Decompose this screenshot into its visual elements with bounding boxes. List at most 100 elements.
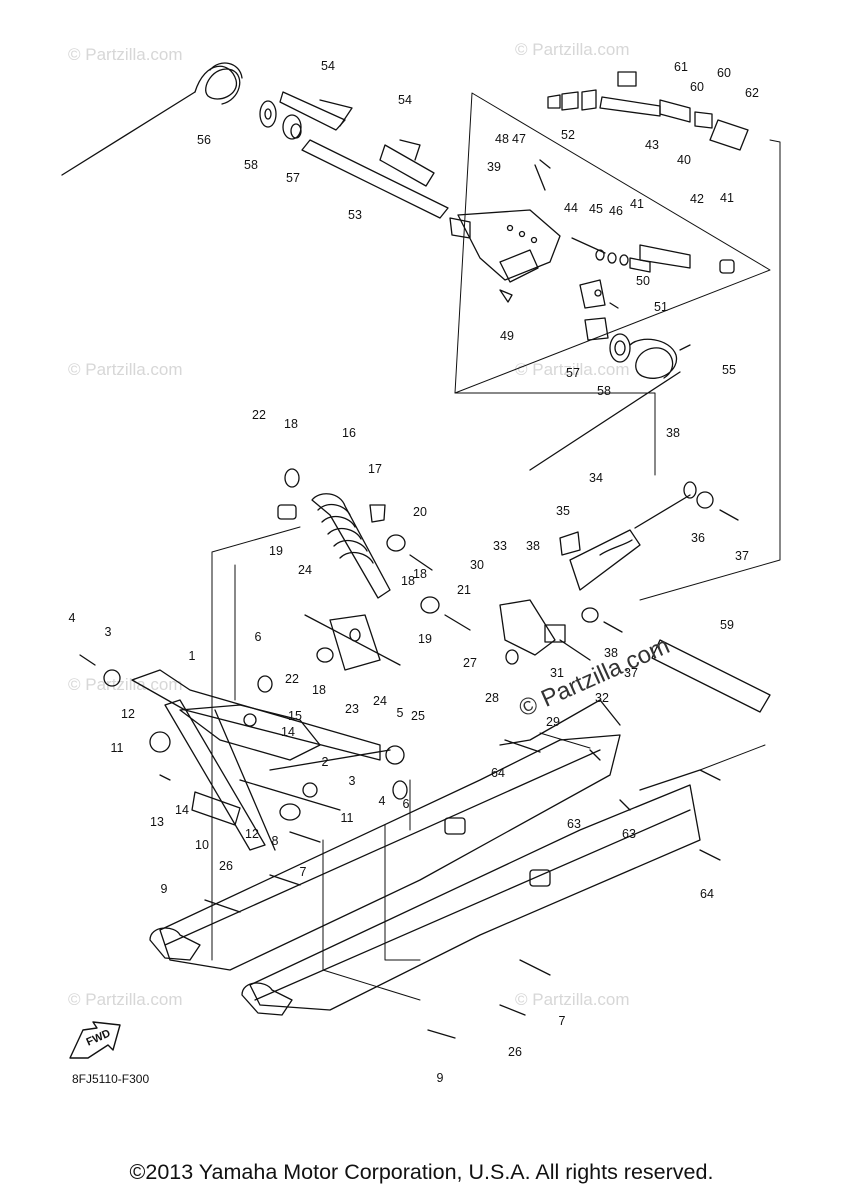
- watermark: © Partzilla.com: [515, 360, 630, 379]
- part-callout-5: 5: [397, 706, 404, 720]
- part-callout-15: 15: [288, 709, 302, 723]
- part-callout-9: 9: [161, 882, 168, 896]
- part-callout-56: 56: [197, 133, 211, 147]
- part-callout-60: 60: [717, 66, 731, 80]
- part-callout-12: 12: [121, 707, 135, 721]
- part-callout-41: 41: [720, 191, 734, 205]
- part-callout-36: 36: [691, 531, 705, 545]
- part-callout-25: 25: [411, 709, 425, 723]
- part-callout-9: 9: [437, 1071, 444, 1085]
- part-callout-3: 3: [105, 625, 112, 639]
- part-callout-34: 34: [589, 471, 603, 485]
- part-callout-55: 55: [722, 363, 736, 377]
- part-callout-22: 22: [252, 408, 266, 422]
- part-callout-37: 37: [735, 549, 749, 563]
- part-callout-48: 48: [495, 132, 509, 146]
- part-callout-18: 18: [312, 683, 326, 697]
- part-callout-63: 63: [567, 817, 581, 831]
- part-callout-7: 7: [300, 865, 307, 879]
- part-callout-4: 4: [379, 794, 386, 808]
- watermark: © Partzilla.com: [68, 675, 183, 694]
- part-callout-1: 1: [189, 649, 196, 663]
- part-callout-20: 20: [413, 505, 427, 519]
- part-callout-64: 64: [700, 887, 714, 901]
- part-callout-11: 11: [111, 741, 124, 755]
- part-callout-33: 33: [493, 539, 507, 553]
- part-callout-27: 27: [463, 656, 477, 670]
- part-callout-18: 18: [284, 417, 298, 431]
- part-callout-23: 23: [345, 702, 359, 716]
- part-callout-41: 41: [630, 197, 644, 211]
- part-callout-12: 12: [245, 827, 259, 841]
- part-callout-53: 53: [348, 208, 362, 222]
- part-callout-3: 3: [349, 774, 356, 788]
- part-callout-42: 42: [690, 192, 704, 206]
- part-callout-47: 47: [512, 132, 526, 146]
- part-callout-54: 54: [398, 93, 412, 107]
- part-callout-26: 26: [508, 1045, 522, 1059]
- part-callout-44: 44: [564, 201, 578, 215]
- part-callout-14: 14: [281, 725, 295, 739]
- watermark: © Partzilla.com: [68, 360, 183, 379]
- part-callout-10: 10: [195, 838, 209, 852]
- part-callout-29: 29: [546, 715, 560, 729]
- part-callout-59: 59: [720, 618, 734, 632]
- part-callout-8: 8: [272, 834, 279, 848]
- part-callout-24: 24: [298, 563, 312, 577]
- part-callout-28: 28: [485, 691, 499, 705]
- part-callout-21: 21: [457, 583, 471, 597]
- part-callout-32: 32: [595, 691, 609, 705]
- part-callout-57: 57: [566, 366, 580, 380]
- part-callout-54: 54: [321, 59, 335, 73]
- watermark: © Partzilla.com: [68, 990, 183, 1009]
- part-callout-38: 38: [666, 426, 680, 440]
- part-callout-17: 17: [368, 462, 382, 476]
- part-callout-14: 14: [175, 803, 189, 817]
- part-callout-6: 6: [255, 630, 262, 644]
- part-callout-19: 19: [269, 544, 283, 558]
- part-callout-38: 38: [604, 646, 618, 660]
- diagram-code: 8FJ5110-F300: [72, 1072, 150, 1086]
- part-callout-58: 58: [244, 158, 258, 172]
- part-callout-4: 4: [69, 611, 76, 625]
- part-callout-43: 43: [645, 138, 659, 152]
- part-callout-16: 16: [342, 426, 356, 440]
- part-callout-35: 35: [556, 504, 570, 518]
- part-callout-40: 40: [677, 153, 691, 167]
- copyright-notice: ©2013 Yamaha Motor Corporation, U.S.A. A…: [129, 1160, 714, 1184]
- part-callout-52: 52: [561, 128, 575, 142]
- part-callout-31: 31: [550, 666, 564, 680]
- part-callout-60: 60: [690, 80, 704, 94]
- part-callout-24: 24: [373, 694, 387, 708]
- part-callout-45: 45: [589, 202, 603, 216]
- part-callout-46: 46: [609, 204, 623, 218]
- watermark: © Partzilla.com: [68, 45, 183, 64]
- part-callout-61: 61: [674, 60, 688, 74]
- part-callout-50: 50: [636, 274, 650, 288]
- part-callout-11: 11: [341, 811, 354, 825]
- part-callout-39: 39: [487, 160, 501, 174]
- part-callout-37: 37: [624, 666, 638, 680]
- part-callout-49: 49: [500, 329, 514, 343]
- watermark: © Partzilla.com: [515, 40, 630, 59]
- part-callout-57: 57: [286, 171, 300, 185]
- part-callout-63: 63: [622, 827, 636, 841]
- part-callout-64: 64: [491, 766, 505, 780]
- part-callout-6: 6: [403, 797, 410, 811]
- part-callout-7: 7: [559, 1014, 566, 1028]
- part-callout-38: 38: [526, 539, 540, 553]
- part-callout-19: 19: [418, 632, 432, 646]
- part-callout-13: 13: [150, 815, 164, 829]
- part-callout-18: 18: [413, 567, 427, 581]
- part-callout-22: 22: [285, 672, 299, 686]
- watermark: © Partzilla.com: [515, 990, 630, 1009]
- part-callout-58: 58: [597, 384, 611, 398]
- part-callout-51: 51: [654, 300, 668, 314]
- part-callout-18: 18: [401, 574, 415, 588]
- part-callout-30: 30: [470, 558, 484, 572]
- part-callout-2: 2: [322, 755, 329, 769]
- part-callout-26: 26: [219, 859, 233, 873]
- part-callout-62: 62: [745, 86, 759, 100]
